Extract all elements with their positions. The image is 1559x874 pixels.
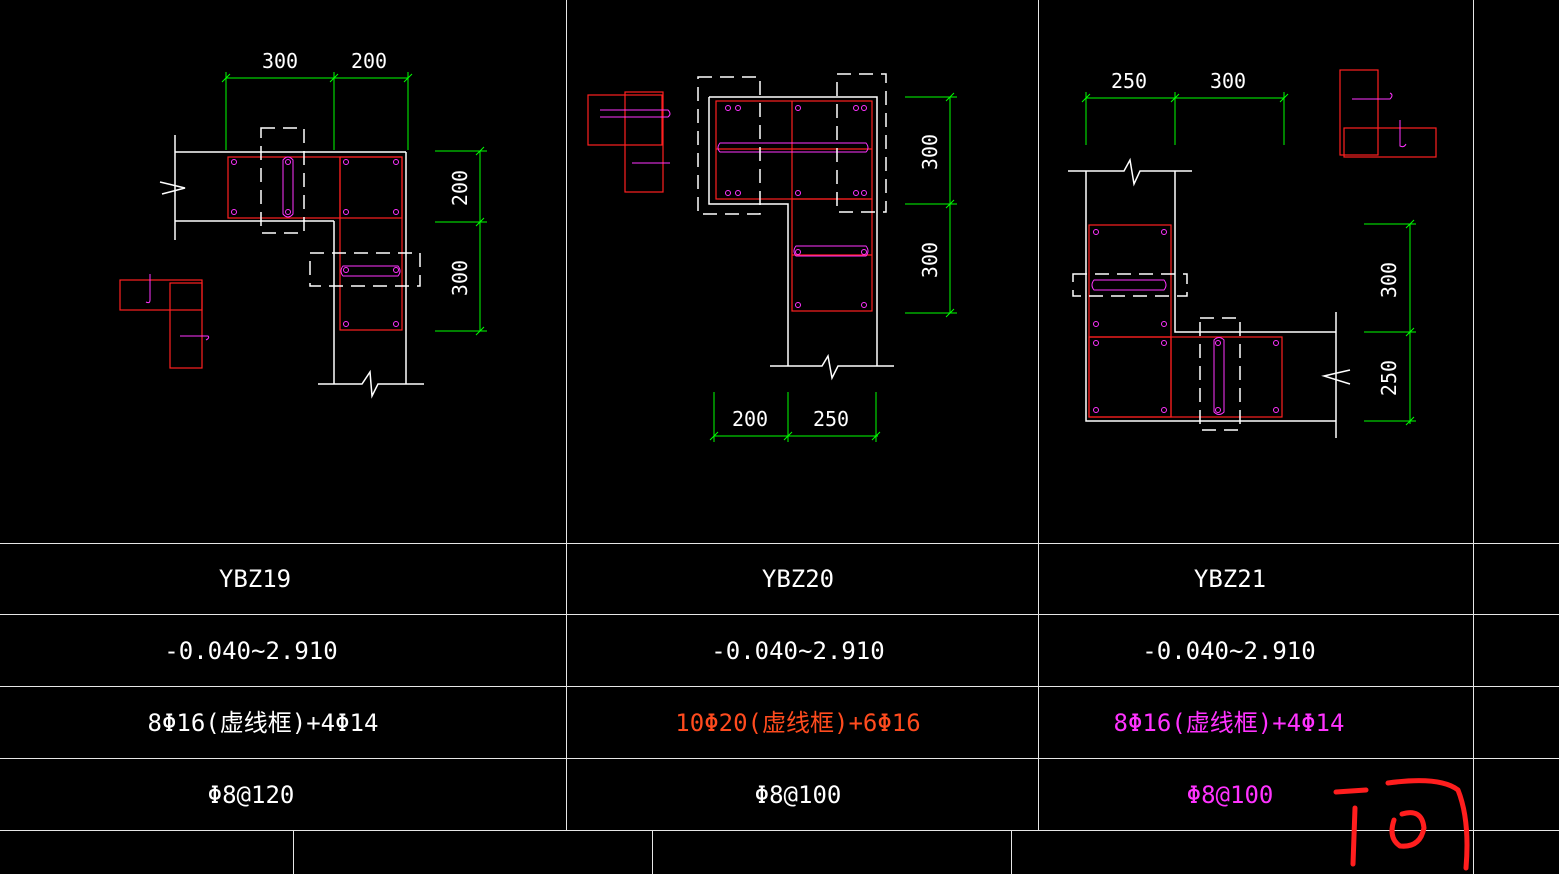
wall-outline <box>708 96 894 381</box>
longitudinal-rebar: 10Φ20(虚线框)+6Φ16 <box>675 709 920 737</box>
wall-outline <box>1068 157 1351 438</box>
section-ybz19: 300 200 200 300 <box>119 49 487 399</box>
rebar-dots <box>145 156 401 341</box>
dim-top-b: 300 <box>1210 69 1246 93</box>
rebar-dots <box>600 105 869 308</box>
dim-right-a: 200 <box>448 170 472 206</box>
dimension-lines <box>709 92 957 442</box>
dim-top-b: 200 <box>351 49 387 73</box>
dashed-frames <box>697 73 887 215</box>
dim-top-a: 300 <box>262 49 298 73</box>
dim-top-a: 250 <box>1111 69 1147 93</box>
section-ybz21: 250 300 300 250 <box>1068 69 1437 438</box>
dashed-frames <box>260 127 421 287</box>
dim-bottom-b: 250 <box>813 407 849 431</box>
section-ybz20: 300 300 200 250 <box>587 73 957 442</box>
dimension-lines <box>221 72 487 336</box>
dimension-lines <box>1081 92 1416 426</box>
longitudinal-rebar: 8Φ16(虚线框)+4Φ14 <box>148 709 379 737</box>
dim-right-b: 250 <box>1377 360 1401 396</box>
elevation-range: -0.040~2.910 <box>1142 637 1315 665</box>
table-texts: YBZ19 YBZ20 YBZ21 -0.040~2.910 -0.040~2.… <box>148 565 1345 809</box>
column-name: YBZ21 <box>1194 565 1266 593</box>
wall-outline <box>159 135 424 399</box>
dim-right-b: 300 <box>448 260 472 296</box>
longitudinal-rebar: 8Φ16(虚线框)+4Φ14 <box>1114 709 1345 737</box>
rebar-frames <box>119 156 403 369</box>
dim-bottom-a: 200 <box>732 407 768 431</box>
stirrup-spec: Φ8@100 <box>1187 781 1274 809</box>
rebar-frames <box>1088 69 1437 418</box>
rebar-dots <box>1091 92 1407 415</box>
handwritten-annotation <box>1333 778 1470 871</box>
dim-right-b: 300 <box>918 242 942 278</box>
dim-right-a: 300 <box>918 134 942 170</box>
column-name: YBZ20 <box>762 565 834 593</box>
dim-right-a: 300 <box>1377 262 1401 298</box>
elevation-range: -0.040~2.910 <box>711 637 884 665</box>
column-name: YBZ19 <box>219 565 291 593</box>
stirrup-spec: Φ8@100 <box>755 781 842 809</box>
rebar-frames <box>587 91 873 312</box>
stirrup-spec: Φ8@120 <box>208 781 295 809</box>
elevation-range: -0.040~2.910 <box>164 637 337 665</box>
dashed-frames <box>1072 273 1241 431</box>
